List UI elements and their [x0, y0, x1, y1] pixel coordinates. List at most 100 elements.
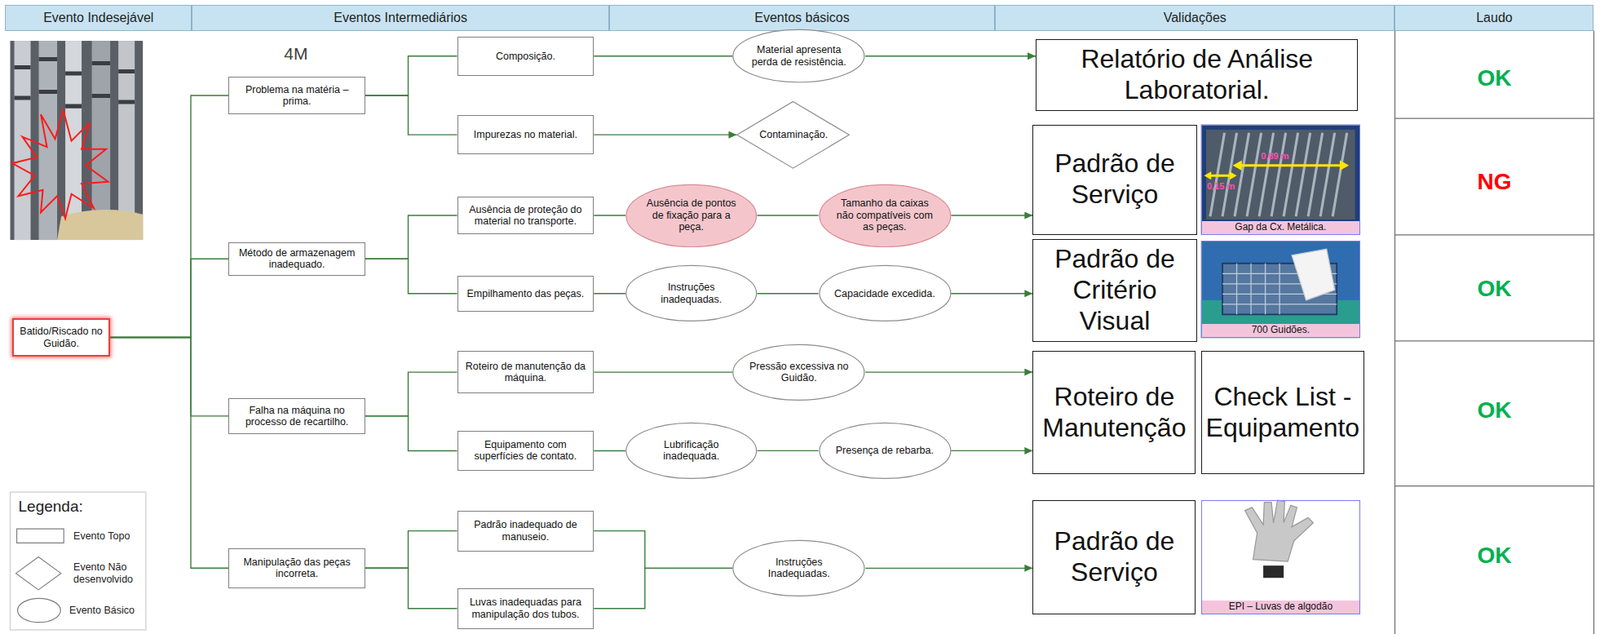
node-text: Pressão excessiva no Guidão. [746, 360, 851, 385]
verdict-ok: OK [1394, 273, 1594, 305]
ellipse-shape [626, 422, 757, 478]
legend-text: Evento Topo [73, 530, 146, 542]
legend-sample [15, 556, 62, 590]
diamond-outline [736, 101, 850, 169]
node-text: Relatório de Análise Laboratorial. [1038, 44, 1355, 107]
undeveloped-event-diamond: Contaminação. [736, 101, 850, 169]
photo-white [1201, 499, 1361, 615]
ellipse-outline [732, 344, 866, 401]
photo-caption: EPI – Luvas de algodão [1204, 601, 1357, 613]
node-text: Batido/Riscado no Guidão. [17, 325, 106, 350]
node-text: Padrão de Critério Visual [1035, 243, 1194, 336]
connector [865, 567, 1033, 569]
ellipse-shape [733, 344, 865, 400]
diamond-shape [737, 101, 850, 168]
verdict-ok: OK [1394, 63, 1594, 95]
node-text: Empilhamento das peças. [462, 287, 590, 300]
connector [593, 133, 737, 135]
photo-wall [1201, 240, 1361, 338]
legend-sample [17, 597, 62, 623]
basic-event-ellipse: Material apresenta perda de resistência. [732, 29, 866, 83]
node-text: Material apresenta perda de resistência. [746, 44, 851, 68]
column-header: Eventos básicos [609, 4, 995, 31]
connector [756, 450, 818, 451]
photo-background [10, 40, 144, 240]
connector [593, 214, 626, 216]
node-text: Tamanho da caixas não compatíveis com as… [832, 197, 937, 233]
ellipse-outline [732, 29, 866, 83]
photo-caption: 700 Guidões. [1204, 324, 1357, 336]
connector [593, 371, 733, 372]
dimension-arrow [1238, 163, 1344, 167]
event-box: Manipulação das peças incorreta. [228, 548, 366, 588]
connector [593, 55, 733, 57]
node-text: Capacidade excedida. [834, 287, 936, 300]
node-text: Impurezas no material. [462, 128, 590, 141]
node-text: Contaminação. [759, 128, 827, 141]
basic-event-ellipse: Lubrificação inadequada. [625, 422, 757, 479]
sack [57, 209, 143, 240]
connector [593, 530, 733, 569]
node-text: Ausência de proteção do material no tran… [462, 203, 590, 228]
node-text: Presença de rebarba. [835, 444, 934, 456]
damage-burst [12, 110, 109, 219]
verdict-ok: OK [1394, 394, 1594, 426]
connector [365, 215, 458, 259]
node-text: Roteiro de manutenção da máquina. [462, 360, 590, 385]
dimension-label: 0,89 m [1260, 150, 1289, 162]
legend-text: Evento Básico [69, 604, 143, 616]
ellipse-shape [818, 184, 951, 247]
glove-cuff [1263, 565, 1284, 578]
ellipse-outline [818, 422, 952, 479]
ellipse-shape [818, 265, 951, 322]
node-text: Ausência de pontos de fixação para a peç… [640, 197, 743, 233]
legend-rect-sample [17, 528, 65, 543]
row-line [1394, 485, 1594, 487]
arrow-head [1339, 159, 1349, 171]
node-text: Padrão de Serviço [1035, 525, 1193, 588]
critical-event-ellipse: Ausência de pontos de fixação para a peç… [625, 184, 757, 248]
bag [1291, 248, 1335, 301]
arrow-head [1204, 171, 1212, 180]
ellipse-shape [733, 539, 865, 596]
row-line [1394, 340, 1594, 341]
column-header: Laudo [1394, 4, 1594, 31]
event-box: Falha na máquina no processo de recartil… [228, 397, 366, 434]
connector [950, 292, 1033, 294]
row-line [1394, 118, 1594, 120]
node-text: Falha na máquina no processo de recartil… [233, 404, 361, 429]
node-text: Método de armazenagem inadequado. [233, 247, 361, 271]
event-box: Composição. [457, 36, 595, 76]
event-box: Luvas inadequadas para manipulação dos t… [457, 587, 595, 629]
connector [950, 214, 1033, 216]
basic-event-ellipse: Pressão excessiva no Guidão. [732, 344, 866, 401]
connector [593, 292, 626, 294]
connector [756, 214, 818, 216]
column-header: Evento Indesejável [4, 4, 192, 31]
connector [593, 567, 733, 608]
photo-box-inside [1206, 129, 1356, 220]
ellipse-outline [818, 265, 952, 322]
connector [110, 95, 229, 338]
event-box: Método de armazenagem inadequado. [228, 242, 366, 276]
column-line [1593, 30, 1595, 634]
node-text: Problema na matéria – prima. [233, 83, 361, 108]
basic-event-ellipse: Instruções Inadequadas. [732, 539, 866, 597]
caption-band: Gap da Cx. Metálica. [1202, 220, 1360, 235]
validation-box: Padrão de Critério Visual [1032, 238, 1197, 341]
connector [110, 337, 229, 569]
legend-sample [16, 528, 65, 544]
legend-ellipse-sample [17, 598, 62, 623]
ellipse-shape [626, 184, 757, 247]
basic-event-ellipse: Capacidade excedida. [818, 265, 952, 322]
event-box: Impurezas no material. [457, 114, 595, 155]
basic-event-ellipse: Presença de rebarba. [818, 422, 952, 479]
node-text: Roteiro de Manutenção [1035, 381, 1193, 444]
ellipse-shape [733, 30, 865, 83]
legend-text: Evento Não desenvolvido [73, 561, 146, 585]
ellipse-outline [625, 422, 757, 479]
arrow-head [1233, 159, 1242, 171]
